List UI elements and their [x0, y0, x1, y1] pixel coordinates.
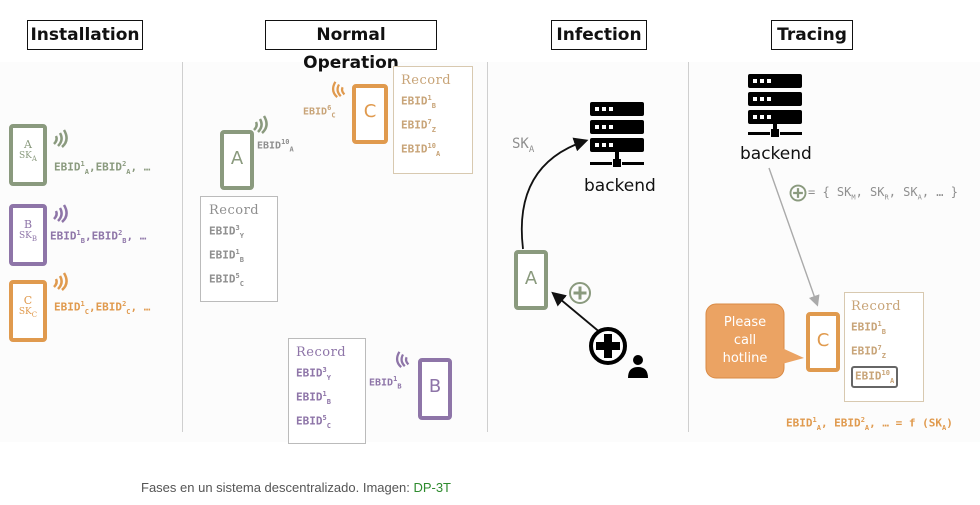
install-ebid-b: EBID1B,EBID2B, …	[50, 229, 147, 245]
record-line: EBID10A	[401, 141, 441, 158]
normal-ebid-a: EBID10A	[257, 138, 294, 154]
record-box-c: Record EBID1B EBID7Z EBID10A	[393, 66, 473, 174]
server-icon	[590, 102, 644, 167]
install-phone-b-letter: B	[23, 218, 33, 231]
normal-phone-b: B	[418, 358, 452, 420]
install-phone-c-letter: C	[23, 294, 33, 307]
title-installation: Installation	[27, 20, 143, 50]
install-phone-b-key: SKB	[18, 231, 38, 243]
tracing-phone-c: C	[806, 312, 840, 372]
record-title: Record	[209, 203, 260, 218]
infection-phone-a-letter: A	[524, 268, 538, 289]
record-title: Record	[851, 299, 902, 314]
normal-phone-c-letter: C	[363, 101, 377, 122]
record-title: Record	[296, 345, 347, 360]
record-box-a: Record EBID3Y EBID1B EBID5C	[200, 196, 278, 302]
record-line: EBID5C	[296, 413, 331, 430]
signal-icon	[395, 351, 410, 368]
tracing-backend-label: backend	[740, 144, 812, 164]
normal-phone-a-letter: A	[230, 148, 244, 169]
title-normal-operation: Normal Operation	[265, 20, 437, 73]
signal-icon	[331, 81, 346, 98]
infection-backend-label: backend	[584, 176, 656, 196]
install-ebid-c: EBID1C,EBID2C, …	[54, 300, 151, 316]
record-line: EBID1B	[296, 389, 331, 406]
infection-sk-label: SKA	[512, 136, 535, 155]
install-phone-b: B SKB	[9, 204, 47, 266]
tracing-record-box: Record EBID1B EBID7Z EBID10A	[844, 292, 924, 402]
record-title: Record	[401, 73, 452, 88]
normal-phone-a: A	[220, 130, 254, 190]
record-line: EBID1B	[209, 247, 244, 264]
hotline-bubble-shape	[705, 303, 804, 379]
normal-phone-b-letter: B	[428, 376, 442, 397]
figure-caption: Fases en un sistema descentralizado. Ima…	[141, 480, 451, 495]
install-phone-c: C SKC	[9, 280, 47, 342]
install-phone-a-key: SKA	[19, 151, 37, 163]
install-phone-a: A SKA	[9, 124, 47, 186]
record-line-match: EBID10A	[851, 365, 899, 388]
record-box-b: Record EBID3Y EBID1B EBID5C	[288, 338, 366, 444]
title-tracing: Tracing	[771, 20, 853, 50]
signal-icon	[253, 115, 268, 134]
signal-icon	[53, 204, 68, 223]
health-authority-arrow	[551, 291, 603, 335]
server-icon	[748, 74, 802, 137]
health-plus-icon	[569, 282, 591, 304]
upload-arrow	[520, 137, 589, 250]
record-line: EBID7Z	[851, 343, 886, 360]
record-line: EBID3Y	[296, 366, 331, 382]
download-arrow	[768, 167, 820, 307]
health-plus-icon	[789, 184, 807, 202]
infection-phone-a: A	[514, 250, 548, 310]
normal-ebid-b: EBID1B	[369, 375, 402, 391]
record-line: EBID1B	[851, 320, 886, 336]
normal-ebid-c: EBID6C	[303, 104, 336, 120]
record-line: EBID3Y	[209, 224, 244, 240]
install-ebid-a: EBID1A,EBID2A, …	[54, 160, 151, 176]
divider-3	[688, 62, 689, 432]
caption-text: Fases en un sistema descentralizado. Ima…	[141, 480, 414, 495]
tracing-phone-c-letter: C	[816, 330, 830, 351]
health-authority-icon	[589, 327, 648, 378]
divider-1	[182, 62, 183, 432]
record-line: EBID1B	[401, 94, 436, 110]
install-phone-a-letter: A	[24, 138, 32, 151]
tracing-key-set: = { SKM, SKR, SKA, … }	[808, 185, 958, 202]
title-infection: Infection	[551, 20, 647, 50]
divider-2	[487, 62, 488, 432]
caption-link[interactable]: DP-3T	[413, 480, 451, 495]
signal-icon	[53, 272, 68, 291]
signal-icon	[53, 129, 68, 148]
hotline-bubble-text: Please call hotline	[722, 315, 768, 366]
record-line: EBID5C	[209, 271, 244, 288]
normal-phone-c: C	[352, 84, 388, 144]
record-line: EBID7Z	[401, 117, 436, 134]
tracing-formula: EBID1A, EBID2A, … = f (SKA)	[786, 416, 953, 432]
diagram-background	[0, 62, 980, 442]
install-phone-c-key: SKC	[18, 307, 38, 319]
